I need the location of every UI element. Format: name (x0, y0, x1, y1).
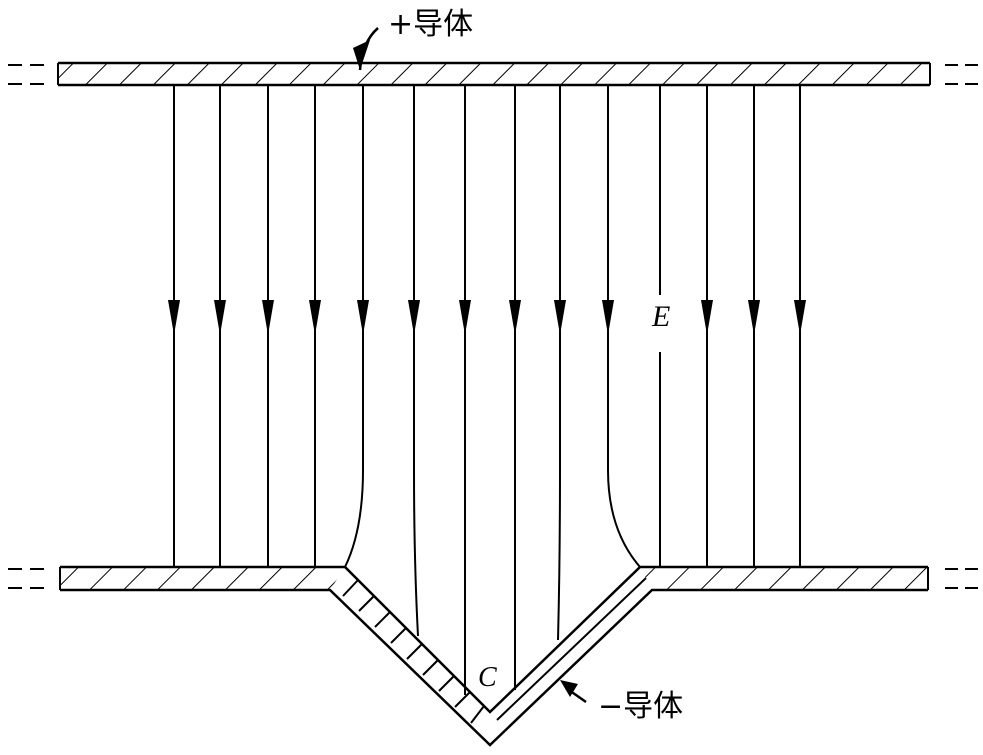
arrowhead (262, 300, 274, 335)
positive-plate-continuation-dashes (8, 64, 978, 85)
arrowhead (701, 300, 713, 335)
arrowhead (554, 300, 566, 335)
positive-conductor-plate (57, 61, 931, 87)
corner-label: C (478, 662, 497, 693)
field-label: E (651, 300, 670, 333)
arrowhead (794, 300, 806, 335)
arrowhead (214, 300, 226, 335)
field-line (344, 85, 364, 568)
field-arrowheads (168, 300, 806, 335)
field-line (557, 85, 561, 641)
arrowhead (408, 300, 420, 335)
field-lines-curved (344, 85, 641, 695)
field-line (607, 85, 641, 568)
arrowhead (602, 300, 614, 335)
field-line (413, 85, 419, 637)
negative-conductor-plate (59, 565, 929, 747)
arrowhead (309, 300, 321, 335)
positive-pointer-arrow (353, 27, 379, 71)
arrowhead (168, 300, 180, 335)
field-lines-right (659, 85, 801, 567)
arrowhead (459, 300, 471, 335)
negative-conductor-label: −导体 (598, 689, 683, 724)
negative-pointer-arrow (560, 680, 587, 704)
arrowhead (357, 300, 369, 335)
positive-conductor-label: +导体 (388, 7, 473, 42)
arrowhead (509, 300, 521, 335)
negative-plate-continuation-dashes (8, 568, 978, 589)
arrowhead (748, 300, 760, 335)
field-lines-left (173, 85, 316, 567)
